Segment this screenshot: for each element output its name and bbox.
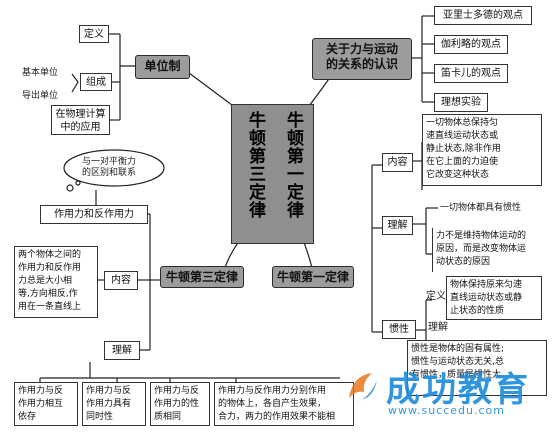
action-reaction-node: 作用力和反作用力 bbox=[40, 205, 148, 224]
inertia-understanding-text: 惯性是物体的固有属性; 惯性与运动状态无关,总 有惯性，质量是惯性大 bbox=[407, 340, 547, 396]
watermark-url: www.succedu.com bbox=[388, 404, 505, 417]
first-law-understanding-2: 力不是维持物体运动的 原因，而是改变物体运 动状态的原因 bbox=[432, 228, 545, 272]
inertia-definition-text: 物体保持原来匀速 直线运动状态或静 止状态的性质 bbox=[446, 276, 542, 320]
third-law-content-text: 两个物体之间的 作用力和反作用 力总是大小相 等,方向相反,作 用在一条直线上 bbox=[14, 246, 98, 318]
central-title-first-law: 牛顿第一定律 bbox=[283, 111, 303, 219]
first-law-understanding-1: 一切物体都具有惯性 bbox=[440, 203, 522, 213]
inertia-understanding-label: 理解 bbox=[428, 322, 448, 333]
watermark-brand: 成功教育 bbox=[386, 370, 530, 410]
third-law-understanding-label: 理解 bbox=[104, 341, 140, 360]
third-law-content-label: 内容 bbox=[104, 271, 138, 290]
watermark-logo-icon bbox=[349, 373, 377, 402]
view-ideal-experiment: 理想实验 bbox=[434, 93, 488, 112]
units-application: 在物理计算 中的应用 bbox=[51, 105, 110, 135]
first-law-understanding-label: 理解 bbox=[382, 216, 413, 235]
units-basic: 基本单位 bbox=[22, 68, 59, 78]
inertia-label: 惯性 bbox=[382, 320, 416, 339]
units-node: 单位制 bbox=[135, 55, 190, 79]
first-law-node: 牛顿第一定律 bbox=[272, 266, 354, 288]
units-definition: 定义 bbox=[79, 25, 109, 43]
units-composition: 组成 bbox=[80, 73, 112, 91]
view-aristotle: 亚里士多德的观点 bbox=[434, 6, 532, 25]
understanding-simultaneous: 作用力与反 作用力具有 同时性 bbox=[82, 382, 146, 426]
central-title-third-law: 牛顿第三定律 bbox=[245, 111, 265, 219]
third-law-node: 牛顿第三定律 bbox=[160, 266, 244, 288]
view-galileo: 伽利略的观点 bbox=[434, 35, 508, 54]
inertia-definition-label: 定义 bbox=[426, 291, 446, 302]
understanding-interdependent: 作用力与反 作用力相互 依存 bbox=[14, 382, 78, 426]
first-law-content-text: 一切物体总保持匀 速直线运动状态或 静止状态,除非作用 在它上面的力迫使 它改变… bbox=[422, 114, 542, 186]
view-descartes: 笛卡儿的观点 bbox=[434, 64, 508, 83]
force-motion-node: 关于力与运动 的关系的认识 bbox=[312, 38, 412, 80]
understanding-same-nature: 作用力与反 作用力的性 质相同 bbox=[150, 382, 210, 426]
balanced-force-cloud-text: 与一对平衡力 的区别和联系 bbox=[82, 157, 137, 178]
thought-cloud bbox=[63, 149, 165, 192]
first-law-content-label: 内容 bbox=[382, 153, 413, 172]
understanding-different-bodies: 作用力与反作用力分别作用 的物体上，各自产生效果， 合力，两力的作用效果不能相 bbox=[214, 382, 354, 426]
units-derived: 导出单位 bbox=[22, 91, 59, 101]
central-title-block: 牛顿第一定律 牛顿第三定律 bbox=[231, 104, 314, 244]
